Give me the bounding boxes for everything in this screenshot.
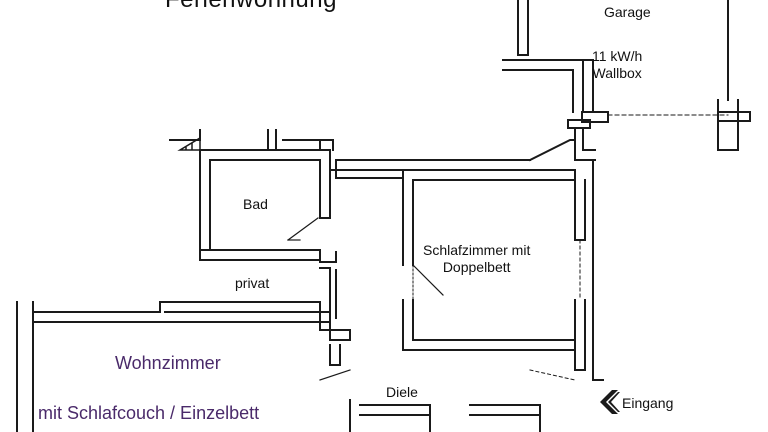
wallbox-label: 11 kW/h Wallbox xyxy=(592,48,642,82)
schlafzimmer-line2: Doppelbett xyxy=(442,258,511,275)
page-title: Ferienwohnung xyxy=(165,0,337,15)
stair-icon xyxy=(177,136,201,151)
privat-label: privat xyxy=(235,275,270,291)
wohnzimmer-sub-label: mit Schlafcouch / Einzelbett xyxy=(38,403,260,423)
entrance-arrow-icon xyxy=(600,390,620,414)
wohnzimmer-walls xyxy=(16,301,351,432)
privat-walls xyxy=(199,249,337,319)
wallbox-power: 11 kW/h xyxy=(592,48,643,64)
schlafzimmer-label: Schlafzimmer mit Doppelbett xyxy=(423,242,530,276)
diele-walls xyxy=(349,369,576,432)
schlafzimmer-walls xyxy=(402,159,604,381)
upper-left-walls xyxy=(169,129,334,151)
schlafzimmer-line1: Schlafzimmer mit xyxy=(423,242,531,258)
corridor-walls xyxy=(329,127,596,179)
garage-walls xyxy=(502,0,751,151)
garage-label: Garage xyxy=(604,4,651,20)
bad-walls xyxy=(199,149,331,251)
bad-label: Bad xyxy=(243,196,268,212)
wohnzimmer-label: Wohnzimmer xyxy=(115,353,221,373)
eingang-label: Eingang xyxy=(622,395,674,411)
wallbox-name: Wallbox xyxy=(592,64,642,81)
diele-label: Diele xyxy=(386,384,418,400)
